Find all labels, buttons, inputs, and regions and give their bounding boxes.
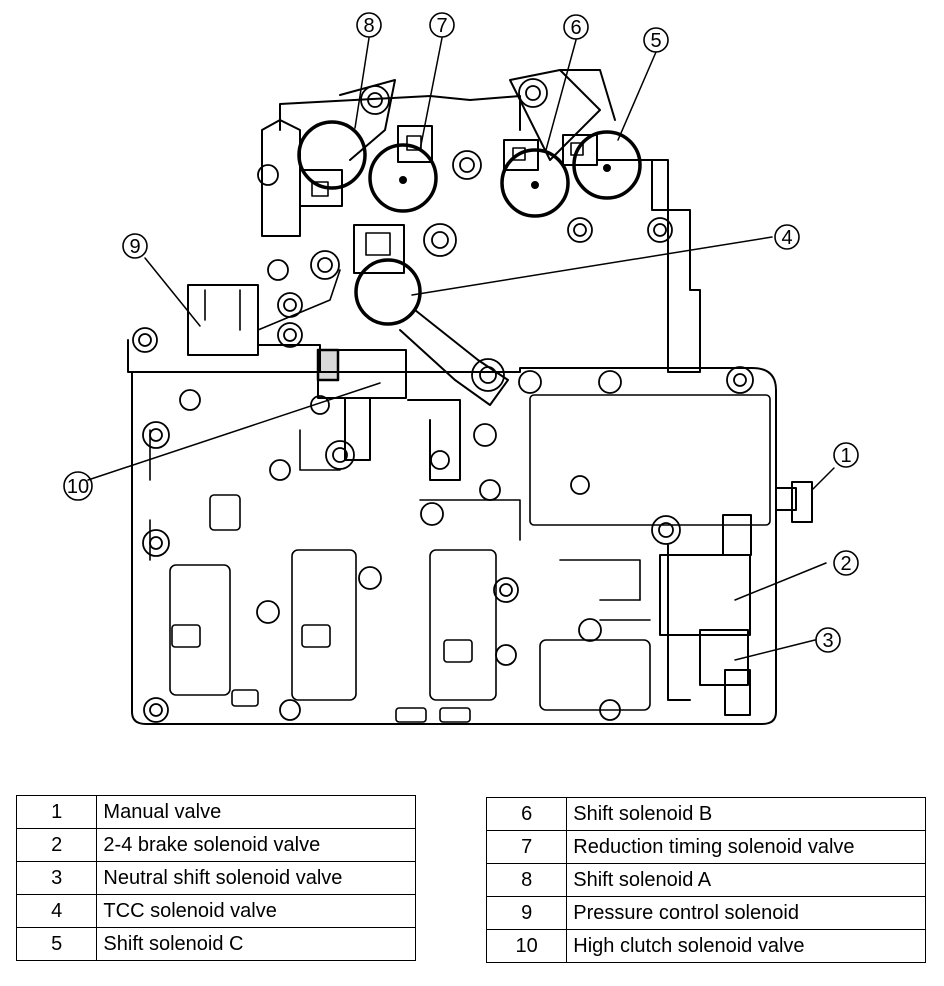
legend-label: Shift solenoid B xyxy=(566,797,926,831)
callout-7: 7 xyxy=(436,15,447,37)
valve-body-diagram: 8 7 6 5 4 9 10 1 2 3 xyxy=(63,12,859,725)
legend-label: Pressure control solenoid xyxy=(566,896,926,930)
legend-label: TCC solenoid valve xyxy=(96,894,416,928)
legend-number: 7 xyxy=(485,830,568,864)
manual-valve xyxy=(775,481,813,523)
upper-body-right xyxy=(597,159,701,373)
valve-body-outline xyxy=(131,367,777,725)
callout-3: 3 xyxy=(822,630,833,652)
legend-label: 2-4 brake solenoid valve xyxy=(96,828,416,862)
callout-8: 8 xyxy=(363,15,374,37)
shift-solenoid-a xyxy=(297,79,396,207)
legend-number: 2 xyxy=(15,828,98,862)
fluid-channels xyxy=(149,394,771,723)
tcc-solenoid xyxy=(353,224,509,406)
callout-2: 2 xyxy=(840,553,851,575)
legend-number: 3 xyxy=(15,861,98,895)
callout-9: 9 xyxy=(129,236,140,258)
callout-4: 4 xyxy=(781,227,792,249)
shift-solenoid-c xyxy=(559,69,642,200)
legend-number: 1 xyxy=(15,795,98,829)
legend-number: 5 xyxy=(15,927,98,961)
legend-number: 9 xyxy=(485,896,568,930)
callout-10: 10 xyxy=(67,476,89,498)
shift-solenoid-b xyxy=(500,69,601,218)
legend-number: 8 xyxy=(485,863,568,897)
callout-1: 1 xyxy=(840,445,851,467)
legend-number: 6 xyxy=(485,797,568,831)
bolts xyxy=(132,78,754,723)
legend-label: High clutch solenoid valve xyxy=(566,929,926,963)
legend-label: Neutral shift solenoid valve xyxy=(96,861,416,895)
legend-label: Manual valve xyxy=(96,795,416,829)
high-clutch-solenoid xyxy=(316,348,461,481)
legend-number: 4 xyxy=(15,894,98,928)
upper-body-outline xyxy=(261,119,301,237)
pressure-control-solenoid xyxy=(127,269,341,373)
callout-6: 6 xyxy=(570,17,581,39)
legend-label: Reduction timing solenoid valve xyxy=(566,830,926,864)
callout-markers xyxy=(63,12,859,653)
reduction-timing-solenoid xyxy=(368,125,438,213)
callout-5: 5 xyxy=(650,30,661,52)
legend-number: 10 xyxy=(485,929,568,963)
legend-label: Shift solenoid A xyxy=(566,863,926,897)
brake-solenoids xyxy=(659,514,752,716)
legend-label: Shift solenoid C xyxy=(96,927,416,961)
leader-lines xyxy=(87,37,835,661)
